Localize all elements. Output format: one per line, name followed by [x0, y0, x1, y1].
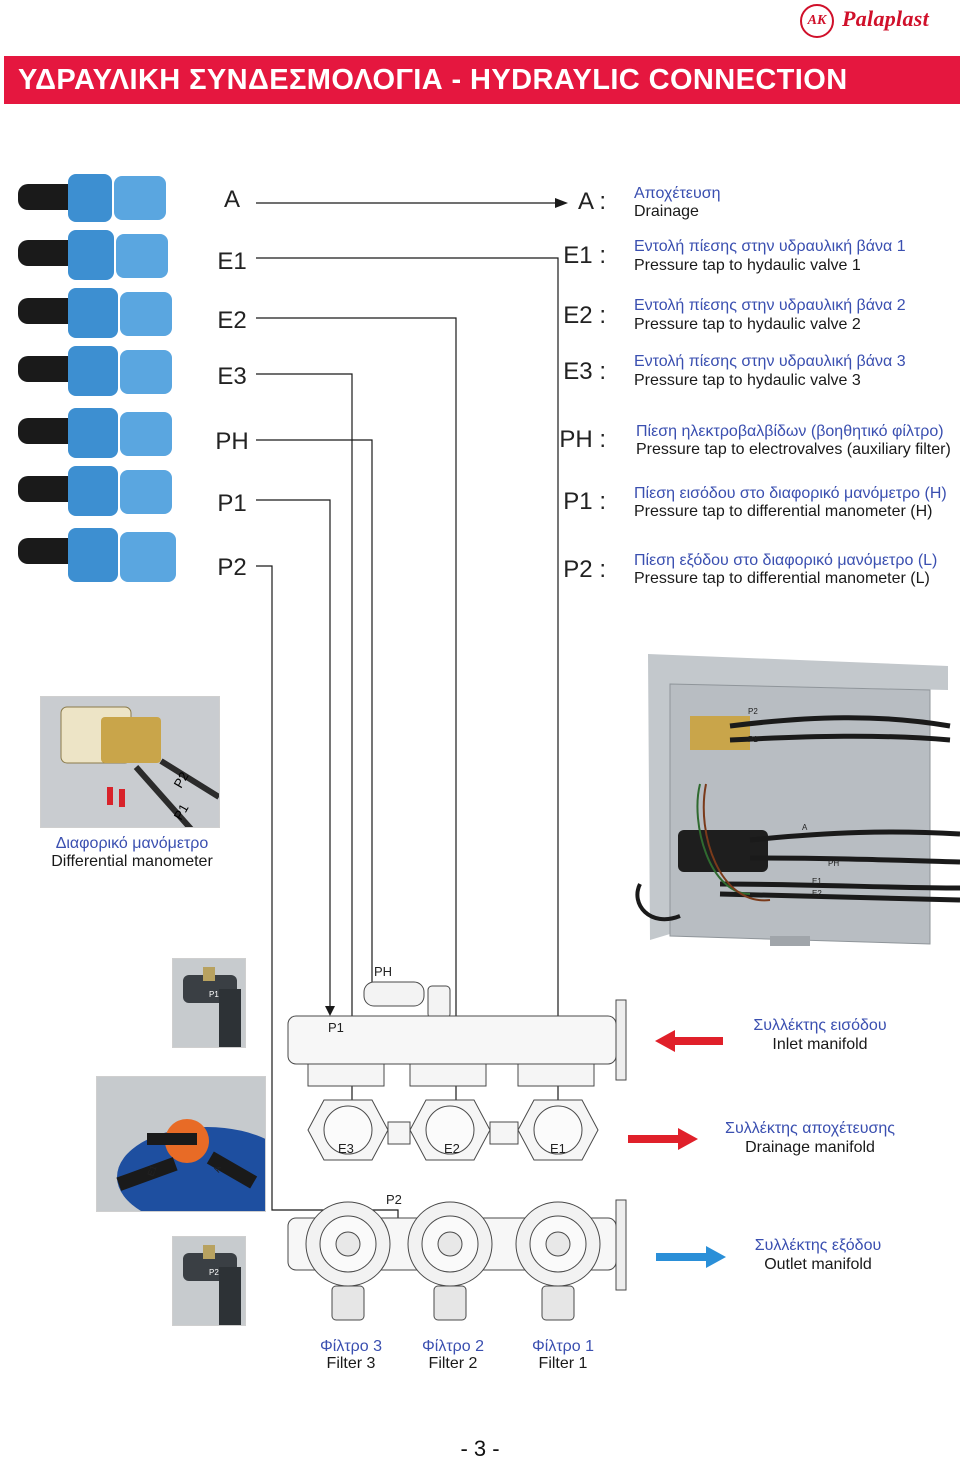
legend-en-e2: Pressure tap to hydaulic valve 2 — [634, 316, 861, 333]
legend-en-p2: Pressure tap to differential manometer (… — [634, 570, 930, 587]
legend-gr-ph: Πίεση ηλεκτροβαλβίδων (βοηθητικό φίλτρο) — [636, 423, 944, 440]
tube-label-e1: E1 — [217, 248, 247, 275]
diagram-label-e2: E2 — [444, 1141, 460, 1156]
panel-tag-ph: PH — [828, 859, 839, 868]
inset-tag-a: A — [211, 1165, 222, 1174]
outlet-manifold-gr: Συλλέκτης εξόδου — [754, 1237, 882, 1254]
drainage-arrow-icon — [628, 1128, 698, 1150]
tube-fittings-photo — [18, 170, 188, 600]
manometer-photo: P2 P1 — [40, 696, 220, 828]
diagram-label-p2: P2 — [386, 1192, 402, 1207]
legend-gr-e3: Εντολή πίεσης στην υδραυλική βάνα 3 — [634, 353, 906, 370]
filter-2-gr: Φίλτρο 2 — [422, 1338, 484, 1355]
manometer-tag-p1: P1 — [171, 801, 192, 822]
legend-en-p1: Pressure tap to differential manometer (… — [634, 503, 933, 520]
inlet-manifold-en: Inlet manifold — [772, 1036, 868, 1053]
filter-3-gr: Φίλτρο 3 — [320, 1338, 382, 1355]
tube-label-e3: E3 — [217, 363, 247, 390]
legend-code-p1: P1 : — [563, 488, 606, 515]
logo-mark: AK — [800, 4, 834, 38]
legend-gr-a: Αποχέτευση — [634, 185, 721, 202]
inset-tag-bottom: P2 — [209, 1268, 219, 1277]
tube-label-a: A — [223, 186, 240, 213]
panel-tag-e2: E2 — [812, 889, 822, 898]
page-title: ΥΔΡΑΥΛΙΚΗ ΣΥΝΔΕΣΜΟΛΟΓΙΑ - HYDRAYLIC CONN… — [4, 56, 960, 104]
panel-tag-p2: P2 — [748, 707, 758, 716]
outlet-manifold-en: Outlet manifold — [764, 1256, 872, 1273]
panel-tag-a: A — [802, 823, 808, 832]
legend-code-e2: E2 : — [563, 302, 606, 329]
control-panel-photo: P2 P1 A PH E1 E2 — [635, 654, 960, 946]
legend-gr-e2: Εντολή πίεσης στην υδραυλική βάνα 2 — [634, 297, 906, 314]
legend-en-ph: Pressure tap to electrovalves (auxiliary… — [636, 441, 951, 458]
inset-tag-e1: E1 — [145, 1164, 158, 1178]
panel-tag-p1: P1 — [748, 735, 758, 744]
filter-1-gr: Φίλτρο 1 — [532, 1338, 594, 1355]
outlet-arrow-icon — [656, 1246, 726, 1268]
tube-label-e2: E2 — [217, 307, 247, 334]
tube-label-p1: P1 — [217, 490, 247, 517]
inset-photo-drain-valve: E1 A — [96, 1076, 266, 1212]
brand-logo: AK Palaplast — [800, 4, 960, 38]
diagram-label-ph: PH — [374, 964, 392, 979]
manifold-drawing: PH P1 P2 E3 E2 E1 — [287, 964, 627, 1321]
legend-code-a: A : — [577, 188, 606, 215]
manometer-caption-en: Differential manometer — [51, 853, 213, 870]
drainage-manifold-en: Drainage manifold — [745, 1139, 875, 1156]
filter-2-en: Filter 2 — [428, 1355, 478, 1372]
tube-label-p2: P2 — [217, 554, 247, 581]
filter-1-en: Filter 1 — [538, 1355, 588, 1372]
drainage-manifold-gr: Συλλέκτης αποχέτευσης — [725, 1120, 895, 1137]
manometer-tag-p2: P2 — [171, 769, 192, 790]
page-number: - 3 - — [460, 1436, 500, 1461]
inset-photo-p1-tap: P1 — [172, 958, 246, 1048]
legend-en-e3: Pressure tap to hydaulic valve 3 — [634, 372, 861, 389]
legend-code-e3: E3 : — [563, 358, 606, 385]
legend-en-a: Drainage — [634, 203, 699, 220]
filter-3-en: Filter 3 — [326, 1355, 376, 1372]
brand-name: Palaplast — [842, 6, 930, 31]
panel-tag-e1: E1 — [812, 877, 822, 886]
legend-code-ph: PH : — [559, 426, 606, 453]
legend-gr-p1: Πίεση εισόδου στο διαφορικό μανόμετρο (H… — [634, 485, 947, 502]
diagram-label-p1: P1 — [328, 1020, 344, 1035]
legend-code-p2: P2 : — [563, 556, 606, 583]
tube-label-ph: PH — [215, 428, 249, 455]
legend-gr-e1: Εντολή πίεσης στην υδραυλική βάνα 1 — [634, 238, 906, 255]
inset-tag-top: P1 — [209, 990, 219, 999]
legend-gr-p2: Πίεση εξόδου στο διαφορικό μανόμετρο (L) — [634, 552, 938, 569]
inlet-manifold-gr: Συλλέκτης εισόδου — [753, 1017, 887, 1034]
legend-en-e1: Pressure tap to hydaulic valve 1 — [634, 257, 861, 274]
inlet-arrow-icon — [655, 1030, 723, 1052]
inset-photo-p2-tap: P2 — [172, 1236, 246, 1326]
legend-code-e1: E1 : — [563, 242, 606, 269]
diagram-label-e1: E1 — [550, 1141, 566, 1156]
tube-fitting-row — [18, 174, 166, 222]
diagram-label-e3: E3 — [338, 1141, 354, 1156]
manometer-caption-gr: Διαφορικό μανόμετρο — [55, 835, 209, 852]
